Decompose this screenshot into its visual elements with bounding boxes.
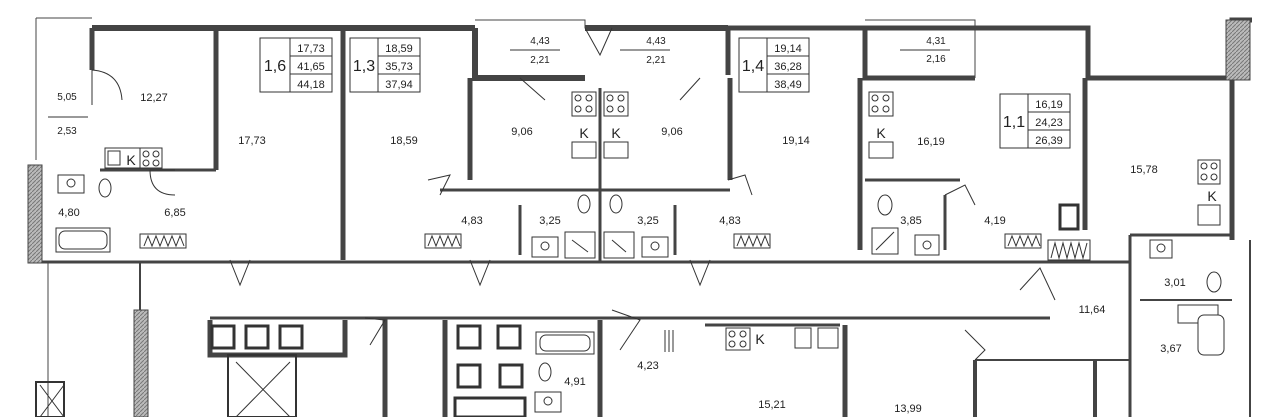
room-area: 12,27 [140, 92, 168, 104]
room-area: 6,85 [164, 207, 185, 219]
apartment-area-with-balcony: 44,18 [297, 79, 325, 91]
room-area: 9,06 [511, 126, 532, 138]
room-area: 3,01 [1164, 277, 1185, 289]
room-area: 4,83 [461, 215, 482, 227]
apartment-info-text: 1,6 17,73 41,65 44,18 1,3 18,59 35,73 37… [264, 43, 1063, 147]
apartment-total-area: 41,65 [297, 61, 325, 73]
door-swings [91, 27, 1056, 361]
apartment-living-area: 18,59 [385, 43, 413, 55]
ventilation-shafts [210, 203, 1080, 417]
room-area: 4,83 [719, 215, 740, 227]
room-area: 5,05 [57, 92, 77, 103]
bathroom-fixtures [55, 174, 1225, 413]
kitchen-mark: K [755, 331, 765, 347]
radiators [139, 233, 1091, 352]
room-area: 3,25 [539, 215, 560, 227]
room-area: 4,31 [926, 36, 946, 47]
kitchen-mark: K [579, 125, 589, 141]
room-area: 4,91 [564, 376, 585, 388]
column [1225, 19, 1251, 81]
room-area: 15,78 [1130, 164, 1158, 176]
column [27, 164, 43, 264]
room-area: 11,64 [1079, 304, 1106, 316]
room-area: 19,14 [782, 135, 810, 147]
room-area: 3,25 [637, 215, 658, 227]
balcony-dividers [48, 49, 950, 118]
room-labels: 5,05 2,53 12,27 17,73 18,59 4,43 2,21 4,… [57, 36, 1185, 415]
room-area: 2,21 [646, 55, 666, 66]
column [133, 309, 149, 417]
apartment-area-with-balcony: 38,49 [774, 79, 802, 91]
apartment-area-with-balcony: 37,94 [385, 79, 413, 91]
room-area: 15,21 [758, 399, 786, 411]
room-area: 13,99 [894, 403, 922, 415]
kitchen-fixtures [104, 91, 1221, 351]
apartment-living-area: 17,73 [297, 43, 325, 55]
room-area: 4,23 [637, 360, 658, 372]
room-area: 2,16 [926, 54, 946, 65]
apartment-total-area: 36,28 [774, 61, 802, 73]
room-area: 4,43 [646, 36, 666, 47]
kitchen-marks: K K K K K K [126, 125, 1217, 347]
apartment-total-area: 24,23 [1035, 117, 1063, 129]
room-area: 18,59 [390, 135, 418, 147]
room-area: 16,19 [917, 136, 945, 148]
apartment-type: 1,3 [353, 58, 375, 75]
apartment-type: 1,4 [742, 58, 764, 75]
apartment-total-area: 35,73 [385, 61, 413, 73]
apartment-living-area: 19,14 [774, 43, 802, 55]
room-area: 3,85 [900, 215, 921, 227]
apartment-area-with-balcony: 26,39 [1035, 135, 1063, 147]
kitchen-mark: K [1207, 188, 1217, 204]
kitchen-mark: K [126, 152, 136, 168]
room-area: 2,21 [530, 55, 550, 66]
walls [35, 17, 1252, 417]
kitchen-mark: K [611, 125, 621, 141]
apartment-type: 1,1 [1003, 114, 1025, 131]
room-area: 4,19 [984, 215, 1005, 227]
room-area: 2,53 [57, 126, 77, 137]
room-area: 17,73 [238, 135, 266, 147]
kitchen-mark: K [876, 125, 886, 141]
apartment-type: 1,6 [264, 58, 286, 75]
room-area: 9,06 [661, 126, 682, 138]
room-area: 4,80 [58, 207, 79, 219]
apartment-living-area: 16,19 [1035, 99, 1063, 111]
room-area: 3,67 [1160, 343, 1181, 355]
room-area: 4,43 [530, 36, 550, 47]
apartment-info-tables [259, 37, 1071, 149]
elevator-shaft [35, 354, 297, 417]
